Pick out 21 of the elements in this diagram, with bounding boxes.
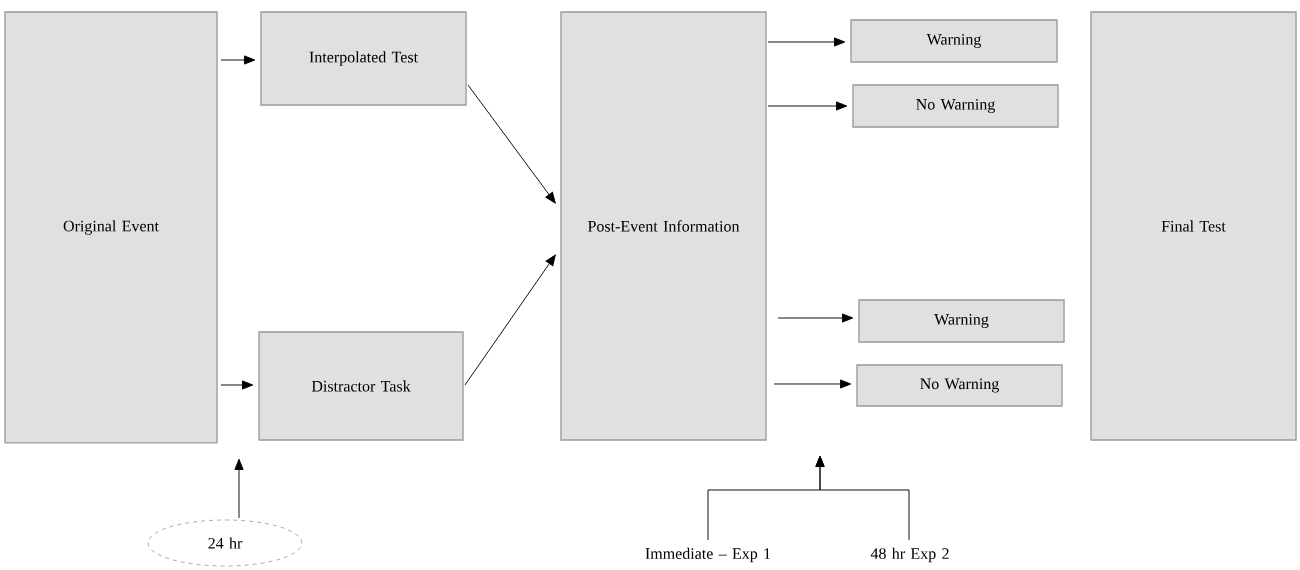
process-box: No Warning xyxy=(852,84,1059,128)
process-box: Warning xyxy=(850,19,1058,63)
process-box: Interpolated Test xyxy=(260,11,467,106)
arrow xyxy=(767,37,846,47)
process-box: Distractor Task xyxy=(258,331,464,441)
process-box: Warning xyxy=(858,299,1065,343)
process-box: Post-Event Information xyxy=(560,11,767,441)
arrow xyxy=(777,313,854,323)
arrow xyxy=(467,84,556,204)
arrow xyxy=(220,55,256,65)
arrow xyxy=(234,458,244,519)
arrow xyxy=(220,380,254,390)
condition-label: 48 hr Exp 2 xyxy=(870,547,949,563)
arrow xyxy=(464,254,556,386)
arrow xyxy=(815,455,910,541)
process-box: Original Event xyxy=(4,11,218,444)
arrow xyxy=(767,101,848,111)
condition-label: Immediate – Exp 1 xyxy=(645,547,771,563)
process-box: Final Test xyxy=(1090,11,1297,441)
arrow xyxy=(773,379,852,389)
process-box: No Warning xyxy=(856,364,1063,407)
